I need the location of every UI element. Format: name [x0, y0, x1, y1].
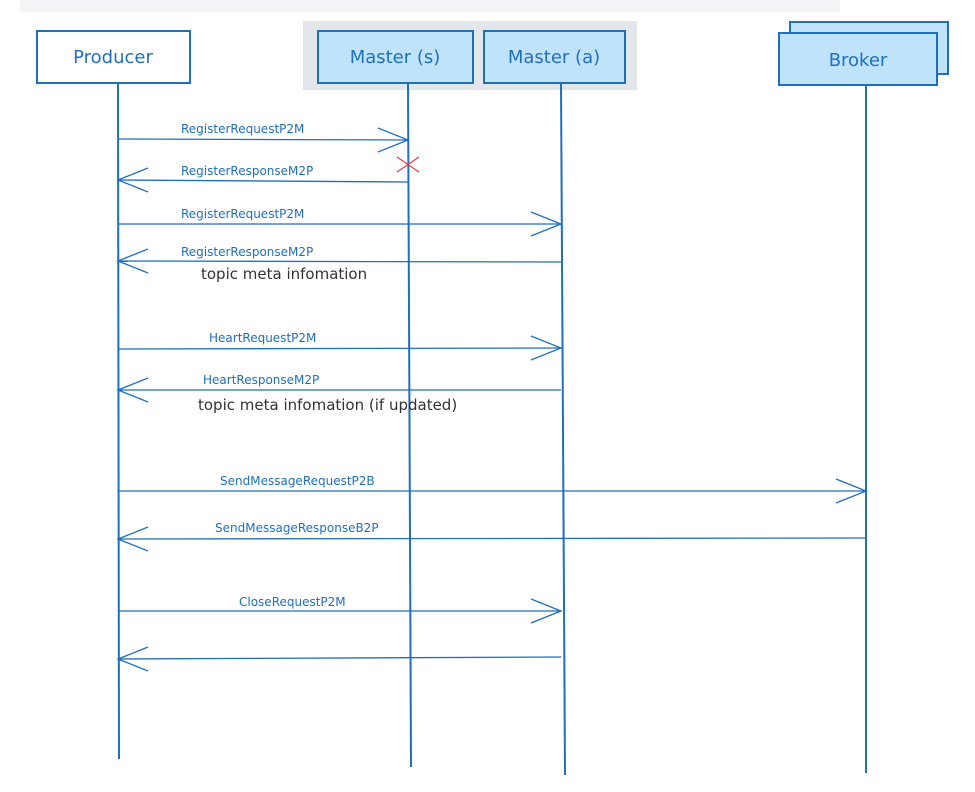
message-send-response — [116, 526, 867, 552]
top-shadow — [20, 0, 840, 12]
actor-master-a: Master (a) — [483, 30, 626, 84]
actor-broker-label: Broker — [829, 50, 888, 71]
message-close-request — [118, 598, 563, 624]
message-send-request — [118, 478, 868, 504]
message-close-response — [116, 646, 562, 672]
lifeline-master-a — [560, 83, 566, 776]
message-heart-request — [117, 335, 563, 361]
lifeline-master-s — [407, 83, 412, 768]
lifeline-producer — [117, 83, 120, 760]
note-register-response: topic meta infomation — [201, 265, 367, 283]
note-heart-response: topic meta infomation (if updated) — [198, 396, 457, 414]
message-label: CloseRequestP2M — [239, 595, 346, 609]
actor-master-a-label: Master (a) — [508, 47, 600, 68]
message-register-request-s — [117, 127, 410, 153]
message-label: SendMessageRequestP2B — [220, 474, 375, 488]
message-label: SendMessageResponseB2P — [215, 521, 379, 535]
message-label: HeartRequestP2M — [209, 331, 316, 345]
message-register-response-s — [116, 167, 409, 193]
actor-producer-label: Producer — [73, 47, 153, 68]
message-label: RegisterRequestP2M — [181, 207, 304, 221]
message-label: RegisterResponseM2P — [181, 164, 313, 178]
actor-master-s: Master (s) — [317, 30, 474, 84]
message-register-request-a — [118, 211, 563, 237]
message-register-response-a — [116, 248, 562, 274]
message-label: HeartResponseM2P — [203, 373, 319, 387]
message-label: RegisterRequestP2M — [181, 122, 304, 136]
message-heart-response — [116, 377, 561, 403]
actor-master-s-label: Master (s) — [350, 47, 441, 68]
message-label: RegisterResponseM2P — [181, 245, 313, 259]
failure-cross-icon — [396, 156, 420, 173]
actor-producer: Producer — [36, 30, 191, 84]
actor-broker: Broker — [778, 21, 949, 86]
broker-front-card — [778, 32, 938, 86]
